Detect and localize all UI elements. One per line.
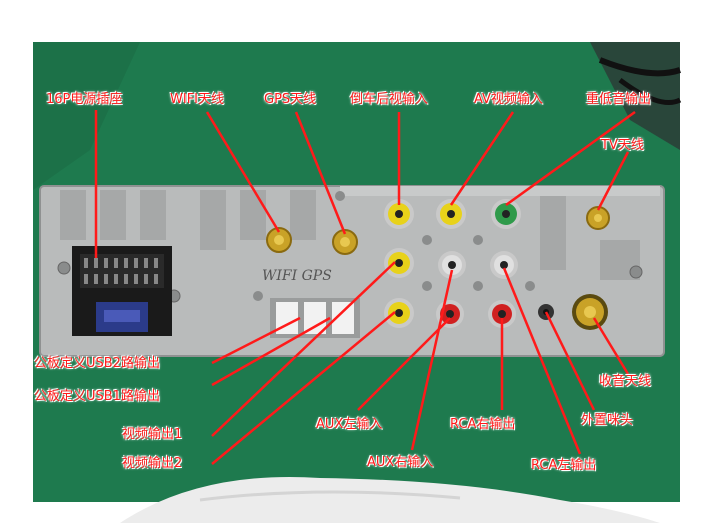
label-video-output-1: 视频输出1 bbox=[122, 427, 183, 442]
wifi-antenna-connector bbox=[266, 227, 292, 253]
line-usb1 bbox=[211, 316, 331, 387]
label-usb1-output: 公板定义USB1路输出 bbox=[34, 389, 160, 404]
rca-video-out-2-jack bbox=[384, 298, 414, 328]
label-rca-left-output: RCA左输出 bbox=[531, 458, 597, 473]
annotation-lines bbox=[94, 110, 636, 465]
white-cloth bbox=[120, 476, 660, 523]
line-video1 bbox=[211, 261, 396, 437]
label-rca-right-output: RCA右输出 bbox=[450, 417, 516, 432]
rca-rca-left-jack bbox=[490, 251, 518, 279]
line-rca-left bbox=[502, 267, 582, 455]
line-video2 bbox=[211, 311, 396, 465]
rca-jacks bbox=[384, 199, 521, 328]
label-gps-antenna: GPS天线 bbox=[264, 92, 317, 107]
rca-video-out-1-jack bbox=[384, 248, 414, 278]
line-av bbox=[449, 111, 515, 206]
label-video-output-2: 视频输出2 bbox=[122, 456, 183, 471]
label-usb2-output: 公板定义USB2路输出 bbox=[34, 356, 160, 371]
label-power-connector: 16P电源插座 bbox=[46, 92, 123, 107]
line-mic bbox=[544, 311, 596, 411]
line-sub bbox=[505, 110, 636, 207]
unit-marking: WIFI GPS bbox=[262, 268, 332, 284]
line-usb2 bbox=[211, 316, 301, 365]
radio-antenna-jack bbox=[572, 294, 608, 330]
label-aux-left-input: AUX左输入 bbox=[316, 417, 383, 432]
rca-aux-right-jack bbox=[438, 251, 466, 279]
rca-subwoofer-jack bbox=[491, 199, 521, 229]
label-reverse-camera-input: 倒车后视输入 bbox=[350, 92, 429, 107]
line-aux-left bbox=[357, 317, 451, 411]
rca-rca-right-jack bbox=[488, 300, 516, 328]
label-av-video-input: AV视频输入 bbox=[474, 92, 543, 107]
gps-antenna-connector bbox=[332, 229, 358, 255]
line-tv bbox=[596, 151, 630, 211]
line-aux-right bbox=[410, 269, 454, 451]
line-gps bbox=[294, 111, 347, 235]
label-external-mic: 外置咪头 bbox=[581, 413, 634, 428]
rca-av-video-jack bbox=[436, 199, 466, 229]
usb-connectors bbox=[270, 298, 360, 338]
label-subwoofer-output: 重低音输出 bbox=[586, 92, 652, 107]
label-tv-antenna: TV天线 bbox=[601, 138, 644, 153]
tv-antenna-connector bbox=[586, 206, 610, 230]
label-aux-right-input: AUX右输入 bbox=[367, 455, 434, 470]
line-wifi bbox=[205, 111, 281, 233]
line-radio bbox=[592, 317, 630, 375]
label-radio-antenna: 收音天线 bbox=[599, 374, 652, 389]
label-wifi-antenna: WIFI天线 bbox=[170, 92, 224, 107]
power-connector bbox=[72, 246, 172, 336]
rca-reverse-camera-jack bbox=[384, 199, 414, 229]
